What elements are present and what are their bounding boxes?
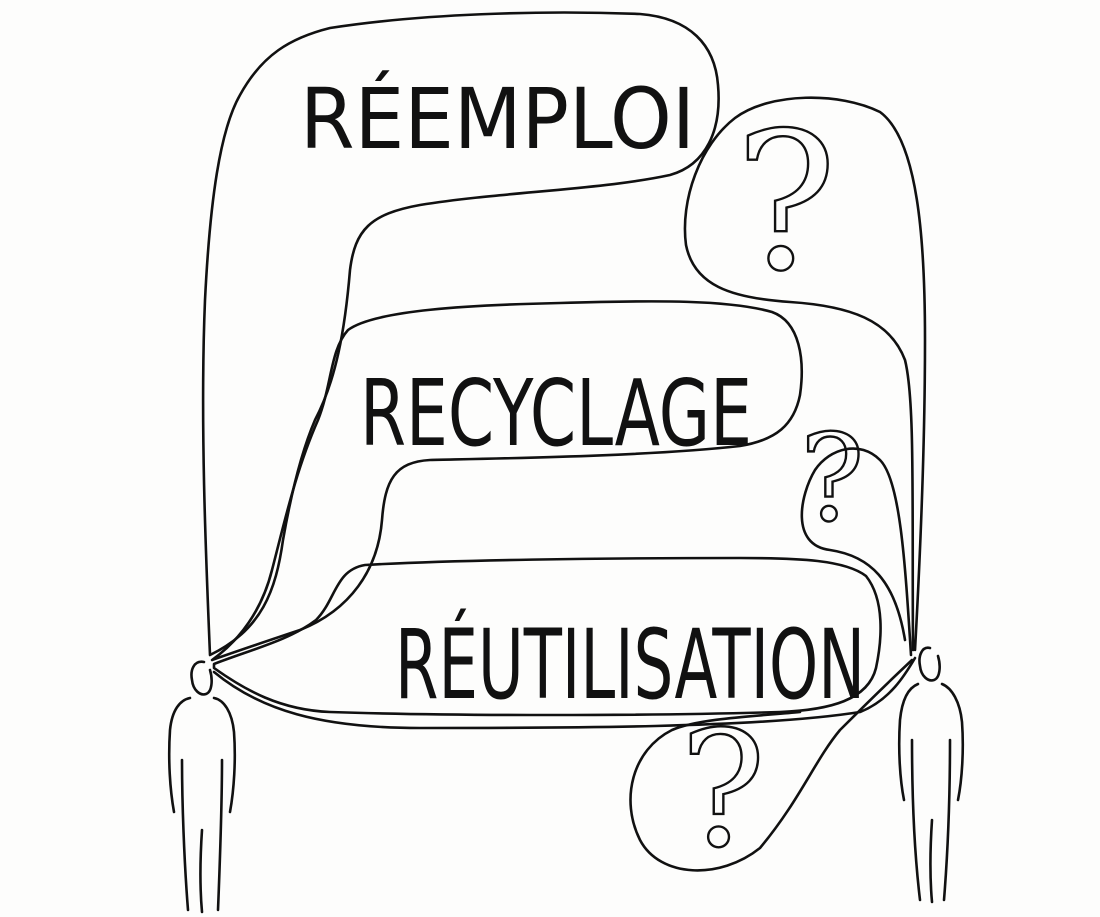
word-reutilisation: RÉUTILISATION <box>395 608 865 721</box>
connector-right-2 <box>800 447 913 657</box>
word-recyclage: RECYCLAGE <box>360 360 752 467</box>
bubble-reemploi <box>201 11 720 657</box>
question-mark-middle: ? <box>800 410 864 549</box>
connector-right-1 <box>683 96 927 652</box>
question-mark-top: ? <box>735 92 837 313</box>
connector-right-3 <box>629 658 914 872</box>
word-reemploi: RÉEMPLOI <box>300 70 695 168</box>
bubble-reutilisation <box>212 556 882 717</box>
bubble-recyclage <box>210 300 803 662</box>
connector-bottom <box>212 656 917 730</box>
question-mark-bottom: ? <box>680 696 766 883</box>
person-right <box>897 646 965 904</box>
person-left <box>167 660 237 914</box>
